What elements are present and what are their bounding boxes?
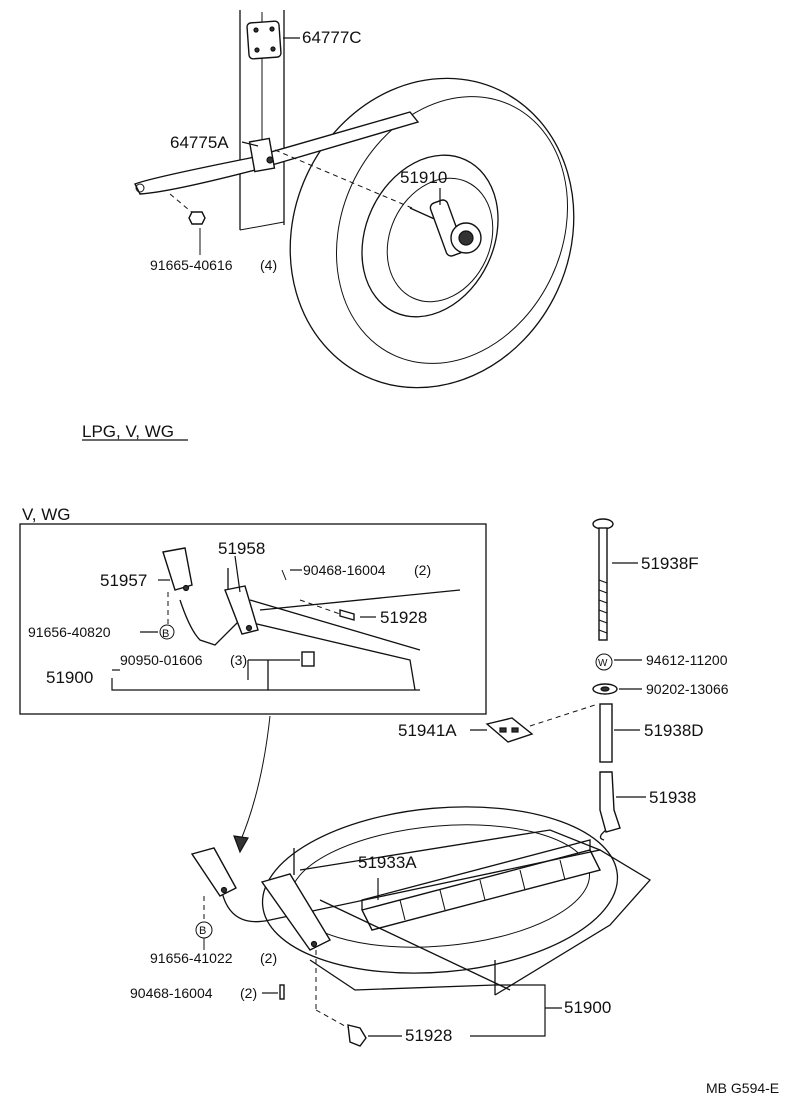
bolt-51938F bbox=[592, 518, 638, 641]
label-51938D: 51938D bbox=[644, 721, 704, 740]
label-90202-13066: 90202-13066 bbox=[646, 681, 729, 697]
variant-heading-v-wg: V, WG bbox=[22, 505, 71, 524]
label-64775A: 64775A bbox=[170, 133, 229, 152]
label-51958: 51958 bbox=[218, 539, 265, 558]
label-51938: 51938 bbox=[649, 788, 696, 807]
hook-51938 bbox=[599, 771, 621, 841]
label-51910: 51910 bbox=[400, 168, 447, 187]
carrier-bar-64775A bbox=[134, 111, 420, 195]
label-51900-bottom: 51900 bbox=[564, 998, 611, 1017]
label-64777C: 64777C bbox=[302, 28, 362, 47]
label-90468-16004-top: 90468-16004 bbox=[303, 562, 386, 578]
spare-tire bbox=[289, 77, 575, 389]
ref-w-letter: W bbox=[598, 658, 608, 669]
label-90468-bottom-qty: (2) bbox=[240, 985, 257, 1001]
label-90950-qty: (3) bbox=[230, 652, 247, 668]
label-90950-01606: 90950-01606 bbox=[120, 652, 203, 668]
label-91656-41022: 91656-41022 bbox=[150, 950, 233, 966]
label-51957: 51957 bbox=[100, 571, 147, 590]
hold-down-51910 bbox=[274, 149, 482, 257]
ref-w-marker bbox=[595, 653, 613, 671]
pipe-51938D bbox=[599, 703, 613, 763]
label-51938F: 51938F bbox=[641, 554, 699, 573]
variant-heading-lpg-v-wg: LPG, V, WG bbox=[82, 422, 174, 441]
label-51900-top: 51900 bbox=[46, 668, 93, 687]
label-91656-41022-qty: (2) bbox=[260, 950, 277, 966]
figure-code: MB G594-E bbox=[706, 1080, 779, 1096]
washer-90202-13066 bbox=[592, 683, 618, 695]
bolt-91665-40616 bbox=[169, 193, 206, 255]
ref-b-marker-top bbox=[159, 624, 175, 640]
label-91665-qty: (4) bbox=[260, 257, 277, 273]
label-91665-40616: 91665-40616 bbox=[150, 257, 233, 273]
ref-b-letter-top: B bbox=[162, 628, 169, 640]
label-51928-bottom: 51928 bbox=[405, 1026, 452, 1045]
label-51941A: 51941A bbox=[398, 721, 457, 740]
label-94612-11200: 94612-11200 bbox=[646, 652, 728, 668]
ref-b-letter-bottom: B bbox=[199, 925, 206, 937]
inset-callout-arrow bbox=[239, 715, 271, 843]
cover-plate-64777C bbox=[246, 20, 300, 60]
label-90468-top-qty: (2) bbox=[414, 562, 431, 578]
label-51928-top: 51928 bbox=[380, 608, 427, 627]
label-91656-40820: 91656-40820 bbox=[28, 624, 111, 640]
inset-carrier-frame bbox=[162, 547, 461, 691]
bracket-51941A bbox=[485, 717, 534, 743]
variant-inset-box bbox=[19, 523, 487, 715]
bottom-carrier-frame bbox=[190, 829, 652, 996]
label-90468-16004-bottom: 90468-16004 bbox=[130, 985, 213, 1001]
